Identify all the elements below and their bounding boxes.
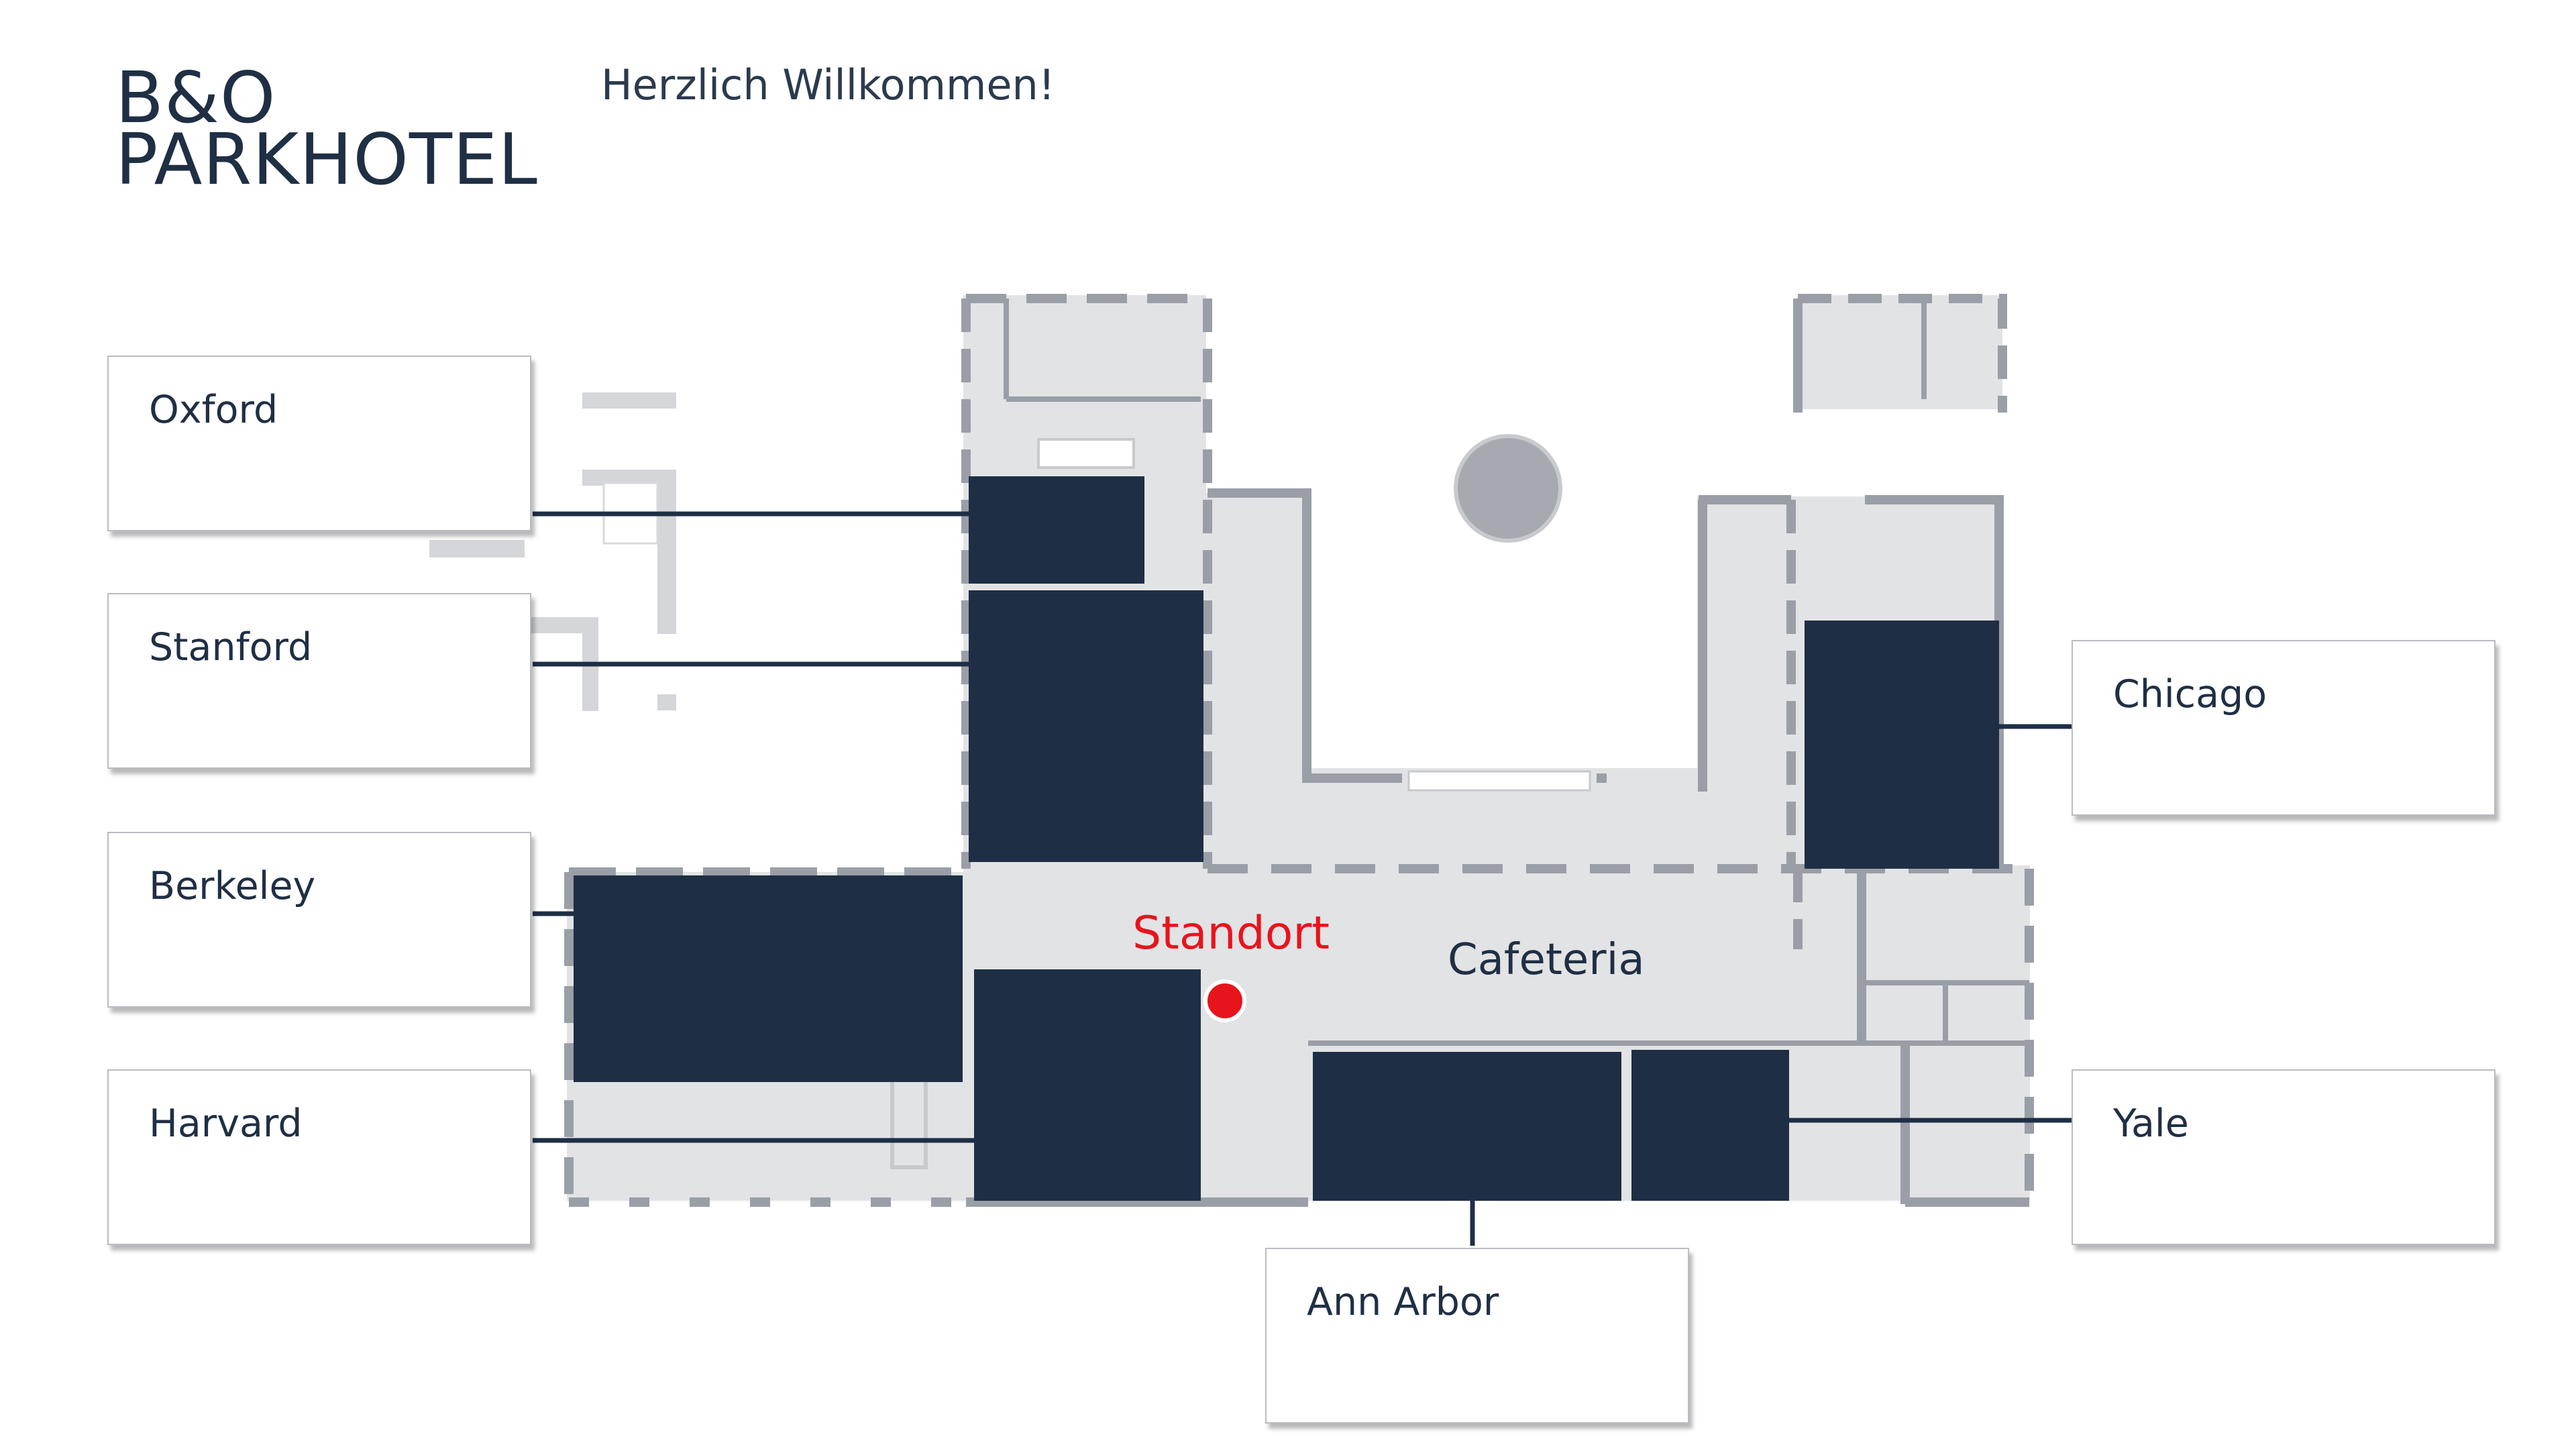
logo-line-2: PARKHOTEL <box>115 119 538 201</box>
room-card-ann-arbor[interactable]: Ann Arbor <box>1265 1248 1689 1424</box>
room-card-harvard[interactable]: Harvard <box>107 1069 531 1245</box>
room-harvard-area[interactable] <box>974 969 1201 1201</box>
room-card-label: Yale <box>2113 1102 2189 1146</box>
room-card-label: Berkeley <box>149 864 316 908</box>
room-card-chicago[interactable]: Chicago <box>2072 640 2496 816</box>
room-card-label: Stanford <box>149 625 313 669</box>
cafeteria-label: Cafeteria <box>1448 935 1645 985</box>
hotel-logo: B&O PARKHOTEL <box>115 57 538 201</box>
logo-line-1: B&O <box>115 57 276 139</box>
room-card-oxford[interactable]: Oxford <box>107 356 531 531</box>
walls <box>564 294 2034 1207</box>
connector-lines <box>533 511 2072 1246</box>
room-berkeley-area[interactable] <box>574 875 963 1082</box>
room-card-label: Chicago <box>2113 672 2267 716</box>
room-card-stanford[interactable]: Stanford <box>107 593 531 769</box>
room-yale-area[interactable] <box>1631 1050 1789 1201</box>
room-card-label: Harvard <box>149 1102 303 1146</box>
standort-label: Standort <box>1132 907 1330 960</box>
you-are-here-marker <box>1203 979 1246 1022</box>
room-ann-arbor-area[interactable] <box>1313 1052 1621 1201</box>
room-card-berkeley[interactable]: Berkeley <box>107 832 531 1008</box>
meeting-rooms <box>574 476 1999 1201</box>
room-chicago-area[interactable] <box>1805 621 1999 869</box>
fountain-icon <box>1454 434 1562 543</box>
welcome-heading: Herzlich Willkommen! <box>601 60 1055 109</box>
room-card-label: Ann Arbor <box>1307 1280 1499 1324</box>
room-oxford-area[interactable] <box>969 476 1144 584</box>
room-card-label: Oxford <box>149 388 278 432</box>
room-card-yale[interactable]: Yale <box>2072 1069 2496 1245</box>
room-stanford-area[interactable] <box>969 590 1203 862</box>
